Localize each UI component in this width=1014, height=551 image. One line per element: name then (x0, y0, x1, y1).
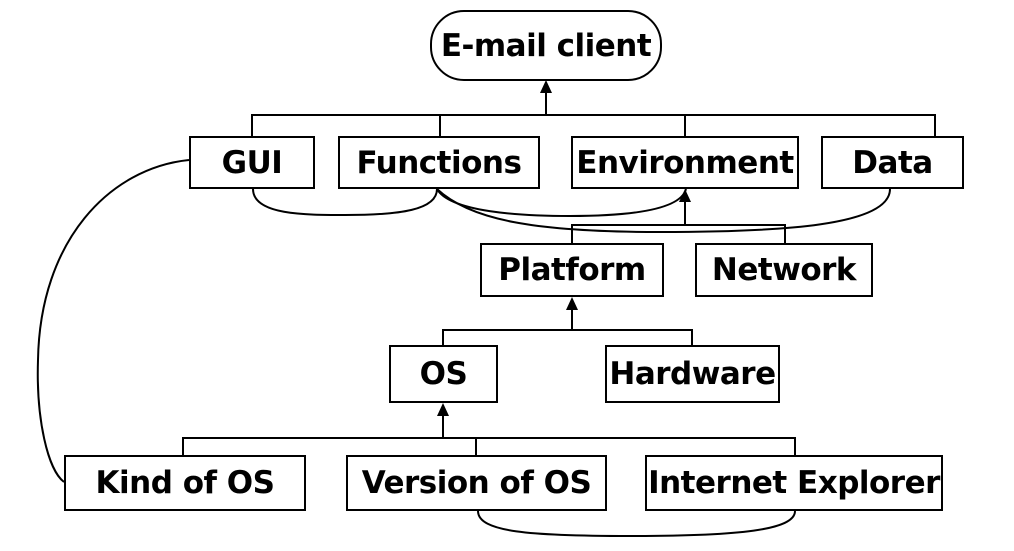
arrowhead-environment (679, 189, 691, 202)
tree-connector-environment (571, 200, 786, 243)
node-network: Network (695, 243, 873, 297)
node-os: OS (389, 345, 498, 403)
relation-arc-functions-data (436, 188, 891, 234)
tree-connector-platform (442, 308, 693, 345)
arrowhead-platform (566, 297, 578, 310)
node-platform: Platform (480, 243, 664, 297)
relation-arc-gui-functions (252, 188, 438, 217)
node-functions: Functions (338, 136, 540, 189)
tree-connector-email-client (251, 92, 936, 136)
node-hardware: Hardware (605, 345, 780, 403)
node-environment: Environment (571, 136, 799, 189)
node-data: Data (821, 136, 964, 189)
relation-arc-gui-kind-of-os (36, 159, 190, 483)
tree-connector-os (182, 415, 796, 455)
arrowhead-email-client (540, 80, 552, 93)
node-email-client: E-mail client (430, 10, 662, 81)
node-version-of-os: Version of OS (346, 455, 607, 511)
node-kind-of-os: Kind of OS (64, 455, 306, 511)
node-internet-explorer: Internet Explorer (645, 455, 943, 511)
node-gui: GUI (189, 136, 315, 189)
arrowhead-os (437, 403, 449, 416)
relation-arc-version-internet-explorer (477, 510, 796, 538)
